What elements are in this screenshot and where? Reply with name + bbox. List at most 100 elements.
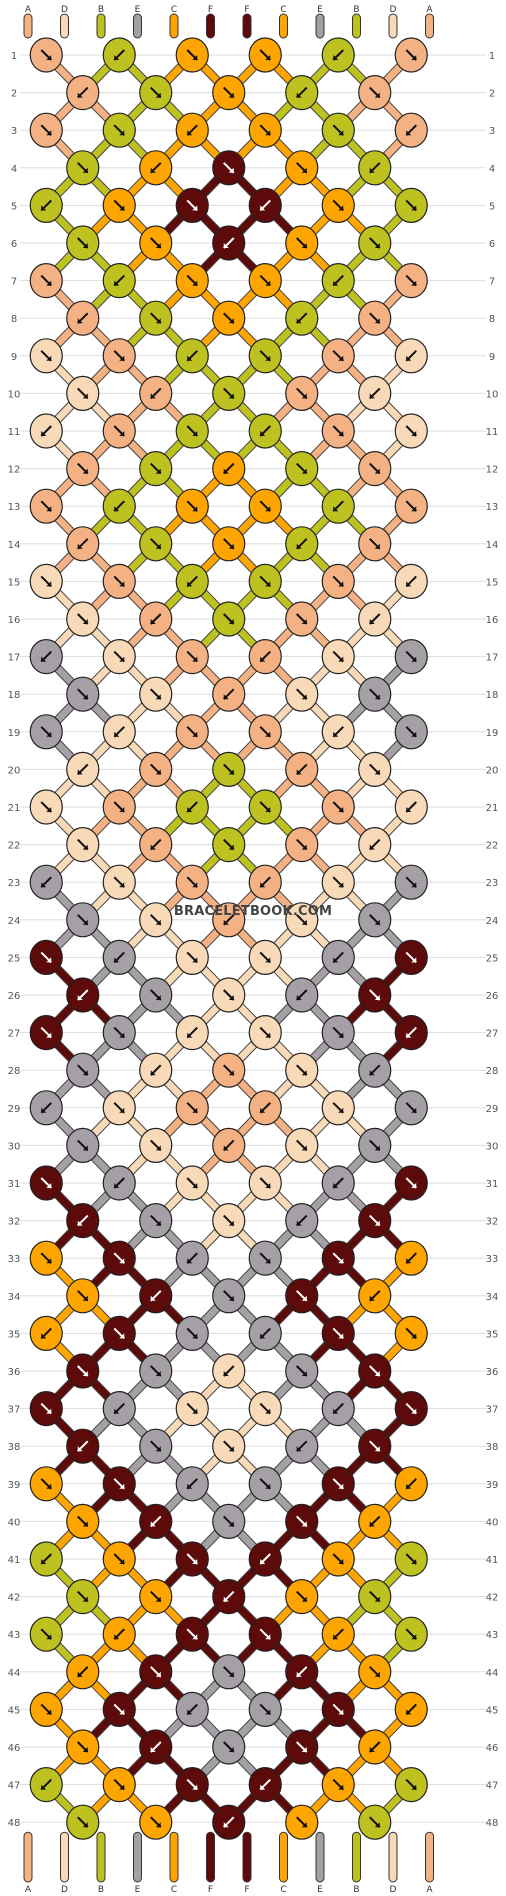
row-number-right: 21 (486, 803, 499, 814)
knot-arrow-head-icon (374, 1671, 380, 1677)
knot-arrow-head-icon (411, 280, 417, 286)
knot-arrow-head-icon (260, 1333, 266, 1339)
knot-arrow-head-icon (192, 55, 198, 60)
knot-arrow-head-icon (187, 1709, 193, 1715)
knot-arrow-head-icon (374, 1371, 380, 1376)
knot-arrow-head-icon (155, 468, 161, 474)
row-number-left: 43 (8, 1630, 21, 1641)
string-letter-bottom: F (208, 1885, 213, 1895)
row-number-right: 23 (486, 878, 499, 889)
knot-arrow-head-icon (192, 280, 198, 286)
knot-arrow-head-icon (192, 1559, 198, 1564)
knot-arrow-head-icon (338, 1107, 344, 1113)
row-number-right: 10 (486, 389, 499, 400)
knot-arrow-head-icon (338, 1483, 344, 1489)
row-number-right: 18 (486, 690, 499, 701)
row-number-left: 47 (8, 1781, 21, 1792)
knot-arrow-head-icon (41, 656, 47, 662)
string-letter-top: E (135, 5, 141, 15)
knot-arrow-head-icon (192, 731, 198, 737)
knot-arrow-head-icon (187, 807, 193, 812)
string-letter-top: B (353, 5, 359, 15)
row-number-left: 4 (11, 164, 17, 175)
knot-arrow-head-icon (82, 1371, 88, 1376)
knot-arrow-head-icon (265, 506, 271, 512)
row-number-left: 33 (8, 1254, 21, 1265)
row-number-left: 10 (8, 389, 21, 400)
row-number-left: 48 (8, 1818, 21, 1829)
row-number-left: 40 (8, 1517, 21, 1528)
knot-arrow-head-icon (301, 694, 307, 700)
knot-arrow-head-icon (192, 656, 198, 662)
row-number-left: 8 (11, 314, 17, 325)
knot-arrow-head-icon (82, 844, 88, 850)
knot-arrow-head-icon (338, 581, 344, 587)
knot-arrow-head-icon (119, 1032, 125, 1038)
knot-arrow-head-icon (114, 1634, 120, 1640)
knot-arrow-head-icon (228, 844, 234, 850)
knot-arrow-head-icon (228, 393, 234, 399)
row-number-right: 20 (486, 765, 499, 776)
row-number-right: 39 (486, 1480, 499, 1491)
knot-arrow-head-icon (228, 769, 234, 775)
knot-arrow-head-icon (192, 506, 198, 512)
row-number-right: 35 (486, 1329, 499, 1340)
knot-arrow-head-icon (46, 355, 52, 361)
string-letter-bottom: C (171, 1885, 177, 1895)
string-letter-bottom: C (280, 1885, 286, 1895)
row-number-left: 28 (8, 1066, 21, 1077)
knot-arrow-head-icon (46, 280, 52, 286)
knot-arrow-head-icon (406, 1032, 412, 1038)
knot-arrow-head-icon (406, 807, 412, 812)
row-number-right: 48 (486, 1818, 499, 1829)
knot-arrow-head-icon (41, 205, 47, 211)
knot-arrow-head-icon (155, 919, 161, 925)
string-letter-top: C (171, 5, 177, 15)
knot-arrow-head-icon (155, 995, 161, 1000)
row-number-right: 19 (486, 728, 499, 739)
knot-arrow-head-icon (265, 1709, 271, 1715)
knot-arrow-head-icon (187, 581, 193, 587)
row-number-left: 35 (8, 1329, 21, 1340)
knot-arrow-head-icon (46, 1483, 52, 1489)
knot-arrow-head-icon (260, 1559, 266, 1564)
knot-arrow-head-icon (374, 1822, 380, 1828)
knot-arrow-head-icon (228, 167, 234, 173)
row-number-left: 14 (8, 540, 21, 551)
knot-arrow-head-icon (228, 318, 234, 324)
knot-arrow-head-icon (192, 431, 198, 436)
row-number-left: 31 (8, 1179, 21, 1190)
knot-arrow-head-icon (338, 1258, 344, 1264)
knot-arrow-head-icon (296, 1671, 302, 1677)
string-letter-top: D (61, 5, 68, 15)
knot-arrow-head-icon (260, 431, 266, 436)
knot-arrow-head-icon (301, 1521, 307, 1527)
row-number-right: 11 (486, 427, 499, 438)
row-number-right: 27 (486, 1029, 499, 1040)
knot-arrow-head-icon (46, 731, 52, 737)
string-letter-top: D (390, 5, 397, 15)
knot-arrow-head-icon (374, 769, 380, 775)
row-number-left: 29 (8, 1104, 21, 1115)
knot-arrow-head-icon (228, 1671, 234, 1677)
knot-arrow-head-icon (301, 919, 307, 925)
knot-arrow-head-icon (338, 1559, 344, 1564)
knot-arrow-head-icon (265, 957, 271, 963)
knot-arrow-head-icon (265, 731, 271, 737)
knot-arrow-head-icon (119, 431, 125, 436)
knot-arrow-head-icon (338, 1333, 344, 1339)
string-letter-bottom: F (244, 1885, 249, 1895)
row-number-right: 22 (486, 841, 499, 852)
knot-arrow-head-icon (369, 167, 375, 173)
knot-arrow-head-icon (119, 807, 125, 812)
knot-arrow-head-icon (260, 1784, 266, 1790)
knot-arrow-head-icon (301, 1371, 307, 1376)
knot-arrow-head-icon (333, 731, 339, 737)
knot-arrow-head-icon (155, 1220, 161, 1226)
knot-arrow-head-icon (338, 1784, 344, 1790)
knot-arrow-head-icon (265, 1408, 271, 1414)
row-number-left: 34 (8, 1292, 21, 1303)
knot-arrow-head-icon (150, 393, 156, 399)
knot-arrow-head-icon (301, 1822, 307, 1828)
